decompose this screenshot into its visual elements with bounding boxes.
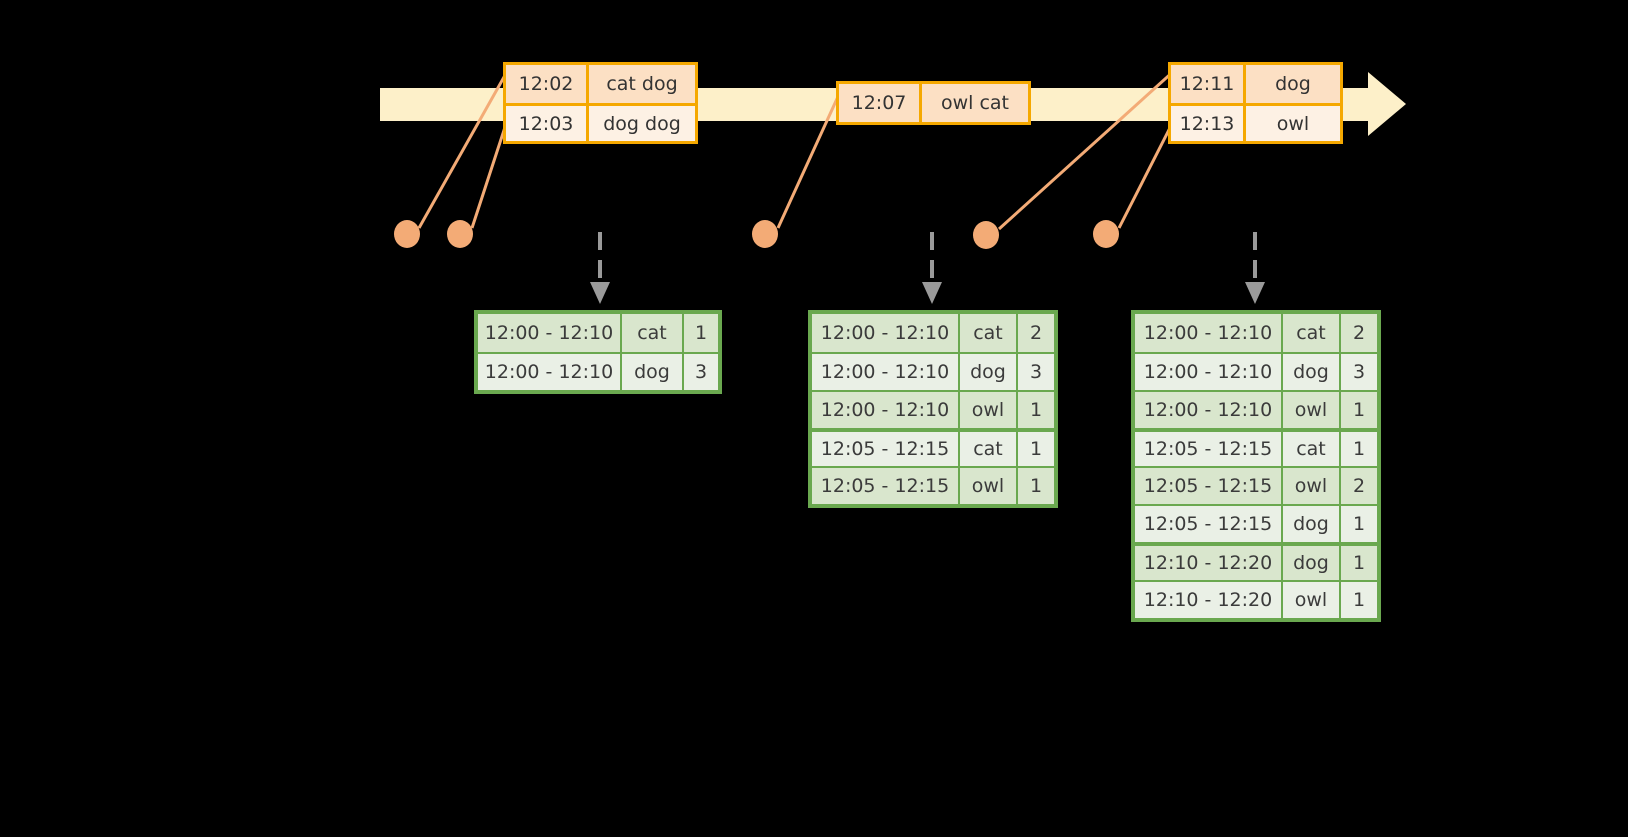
table-row: 12:00 - 12:10 owl 1	[1135, 390, 1377, 428]
event-box-3: 12:11 dog 12:13 owl	[1168, 62, 1343, 144]
window-range: 12:10 - 12:20	[1135, 546, 1283, 580]
event-text: owl	[1276, 112, 1310, 135]
window-count: 1	[694, 322, 708, 344]
event-text: owl cat	[940, 92, 1010, 114]
window-count: 1	[1352, 513, 1366, 535]
timeline-arrowhead-icon	[1368, 72, 1406, 136]
window-count: 3	[1029, 361, 1043, 383]
event-time: 12:13	[1171, 106, 1246, 141]
window-key: owl	[960, 468, 1018, 504]
window-range: 12:00 - 12:10	[812, 354, 960, 390]
event-row: 12:13 owl	[1171, 103, 1340, 141]
window-range: 12:05 - 12:15	[1135, 468, 1283, 504]
window-count: 1	[1352, 399, 1366, 421]
event-row: 12:02 cat dog	[506, 65, 695, 103]
event-dot-3	[752, 220, 778, 248]
event-text: dog dog	[603, 112, 681, 135]
table-row: 12:10 - 12:20 owl 1	[1135, 580, 1377, 618]
table-row: 12:00 - 12:10 cat 2	[1135, 314, 1377, 352]
window-key: dog	[1283, 506, 1341, 542]
window-count: 3	[1352, 361, 1366, 383]
table-row: 12:05 - 12:15 dog 1	[1135, 504, 1377, 542]
window-range: 12:00 - 12:10	[812, 314, 960, 352]
table-row: 12:00 - 12:10 cat 1	[478, 314, 718, 352]
event-dot-5	[1093, 220, 1119, 248]
window-range: 12:00 - 12:10	[1135, 354, 1283, 390]
window-count: 2	[1352, 322, 1366, 344]
window-range: 12:05 - 12:15	[1135, 506, 1283, 542]
window-range: 12:00 - 12:10	[1135, 314, 1283, 352]
event-box-1: 12:02 cat dog 12:03 dog dog	[503, 62, 698, 144]
dashed-down-arrow-1	[590, 232, 610, 304]
table-row: 12:05 - 12:15 owl 2	[1135, 466, 1377, 504]
event-time: 12:02	[506, 65, 589, 103]
window-table-3: 12:00 - 12:10 cat 2 12:00 - 12:10 dog 3 …	[1131, 310, 1381, 622]
window-range: 12:00 - 12:10	[1135, 392, 1283, 428]
event-dot-4	[973, 221, 999, 249]
table-row: 12:10 - 12:20 dog 1	[1135, 542, 1377, 580]
window-key: cat	[960, 314, 1018, 352]
table-row: 12:05 - 12:15 cat 1	[812, 428, 1054, 466]
table-row: 12:00 - 12:10 owl 1	[812, 390, 1054, 428]
window-key: dog	[1283, 546, 1341, 580]
window-count: 1	[1352, 552, 1366, 574]
window-key: owl	[1283, 582, 1341, 618]
window-range: 12:05 - 12:15	[1135, 432, 1283, 466]
window-range: 12:00 - 12:10	[812, 392, 960, 428]
event-time: 12:03	[506, 106, 589, 141]
window-count: 1	[1029, 399, 1043, 421]
event-row: 12:07 owl cat	[839, 84, 1028, 122]
window-count: 3	[694, 361, 708, 383]
window-key: cat	[1283, 314, 1341, 352]
table-row: 12:00 - 12:10 dog 3	[812, 352, 1054, 390]
window-range: 12:05 - 12:15	[812, 468, 960, 504]
window-range: 12:00 - 12:10	[478, 314, 622, 352]
event-row: 12:03 dog dog	[506, 103, 695, 141]
window-count: 2	[1029, 322, 1043, 344]
window-key: owl	[1283, 392, 1341, 428]
table-row: 12:05 - 12:15 owl 1	[812, 466, 1054, 504]
dashed-down-arrow-3	[1245, 232, 1265, 304]
window-key: dog	[1283, 354, 1341, 390]
window-key: dog	[622, 354, 684, 390]
window-key: dog	[960, 354, 1018, 390]
table-row: 12:00 - 12:10 dog 3	[478, 352, 718, 390]
table-row: 12:00 - 12:10 dog 3	[1135, 352, 1377, 390]
table-row: 12:05 - 12:15 cat 1	[1135, 428, 1377, 466]
dashed-down-arrow-2	[922, 232, 942, 304]
window-key: cat	[1283, 432, 1341, 466]
window-range: 12:10 - 12:20	[1135, 582, 1283, 618]
event-dot-1	[394, 220, 420, 248]
window-count: 1	[1352, 589, 1366, 611]
window-key: cat	[960, 432, 1018, 466]
event-row: 12:11 dog	[1171, 65, 1340, 103]
window-table-2: 12:00 - 12:10 cat 2 12:00 - 12:10 dog 3 …	[808, 310, 1058, 508]
table-row: 12:00 - 12:10 cat 2	[812, 314, 1054, 352]
window-key: owl	[960, 392, 1018, 428]
window-count: 1	[1029, 475, 1043, 497]
window-key: owl	[1283, 468, 1341, 504]
window-range: 12:05 - 12:15	[812, 432, 960, 466]
window-table-1: 12:00 - 12:10 cat 1 12:00 - 12:10 dog 3	[474, 310, 722, 394]
event-dot-2	[447, 220, 473, 248]
event-box-2: 12:07 owl cat	[836, 81, 1031, 125]
window-key: cat	[622, 314, 684, 352]
event-text: dog	[1275, 73, 1311, 95]
window-count: 1	[1029, 438, 1043, 460]
window-count: 2	[1352, 475, 1366, 497]
window-range: 12:00 - 12:10	[478, 354, 622, 390]
event-time: 12:11	[1171, 65, 1246, 103]
event-time: 12:07	[839, 84, 922, 122]
window-count: 1	[1352, 438, 1366, 460]
event-text: cat dog	[606, 73, 678, 95]
